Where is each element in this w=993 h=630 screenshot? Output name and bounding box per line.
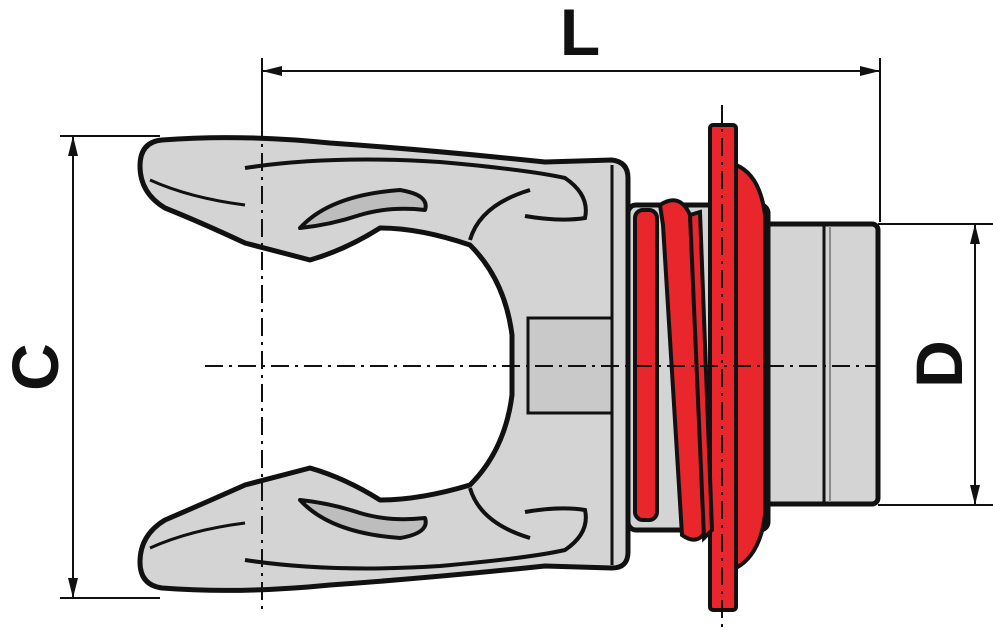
dimension-c: C — [0, 135, 160, 599]
shaft — [762, 221, 881, 507]
locking-spring — [633, 123, 767, 612]
yoke-body — [137, 135, 631, 593]
label-l: L — [560, 0, 600, 69]
dimension-d: D — [878, 223, 993, 506]
label-d: D — [902, 340, 976, 388]
center-lines — [205, 105, 880, 628]
label-c: C — [0, 343, 72, 391]
dimension-l: L — [261, 0, 881, 222]
